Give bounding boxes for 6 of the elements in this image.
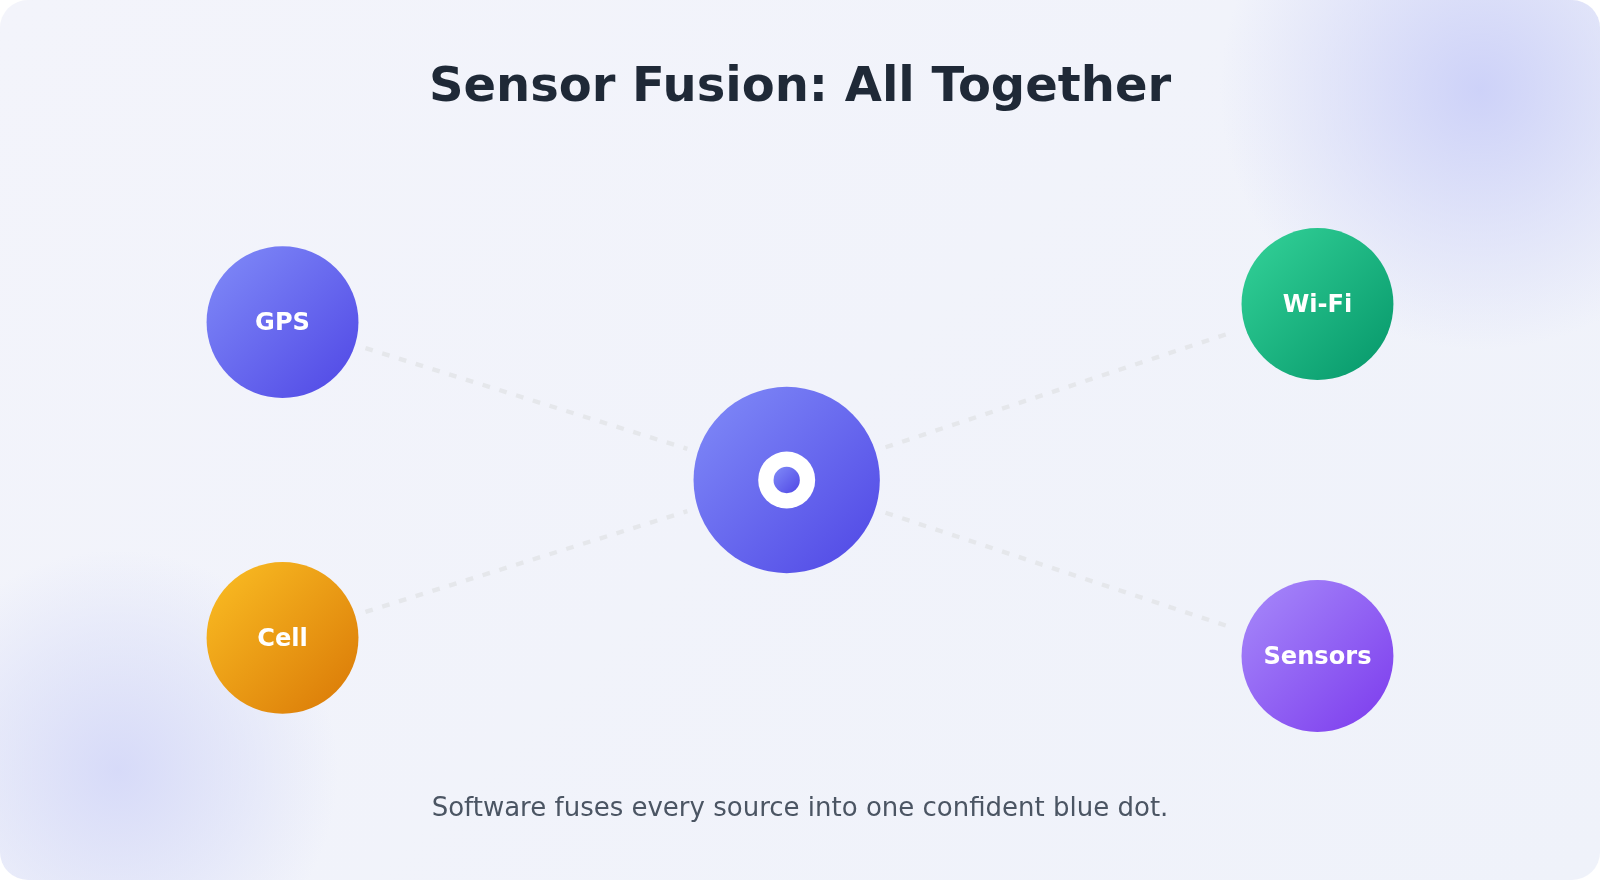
diagram-title: Sensor Fusion: All Together xyxy=(428,56,1172,112)
node-label: Sensors xyxy=(1263,642,1372,670)
node-label: GPS xyxy=(255,308,310,336)
node-label: Cell xyxy=(257,624,308,652)
diagram-caption: Software fuses every source into one confident blue dot. xyxy=(431,792,1169,822)
node-label: Wi-Fi xyxy=(1282,290,1353,318)
